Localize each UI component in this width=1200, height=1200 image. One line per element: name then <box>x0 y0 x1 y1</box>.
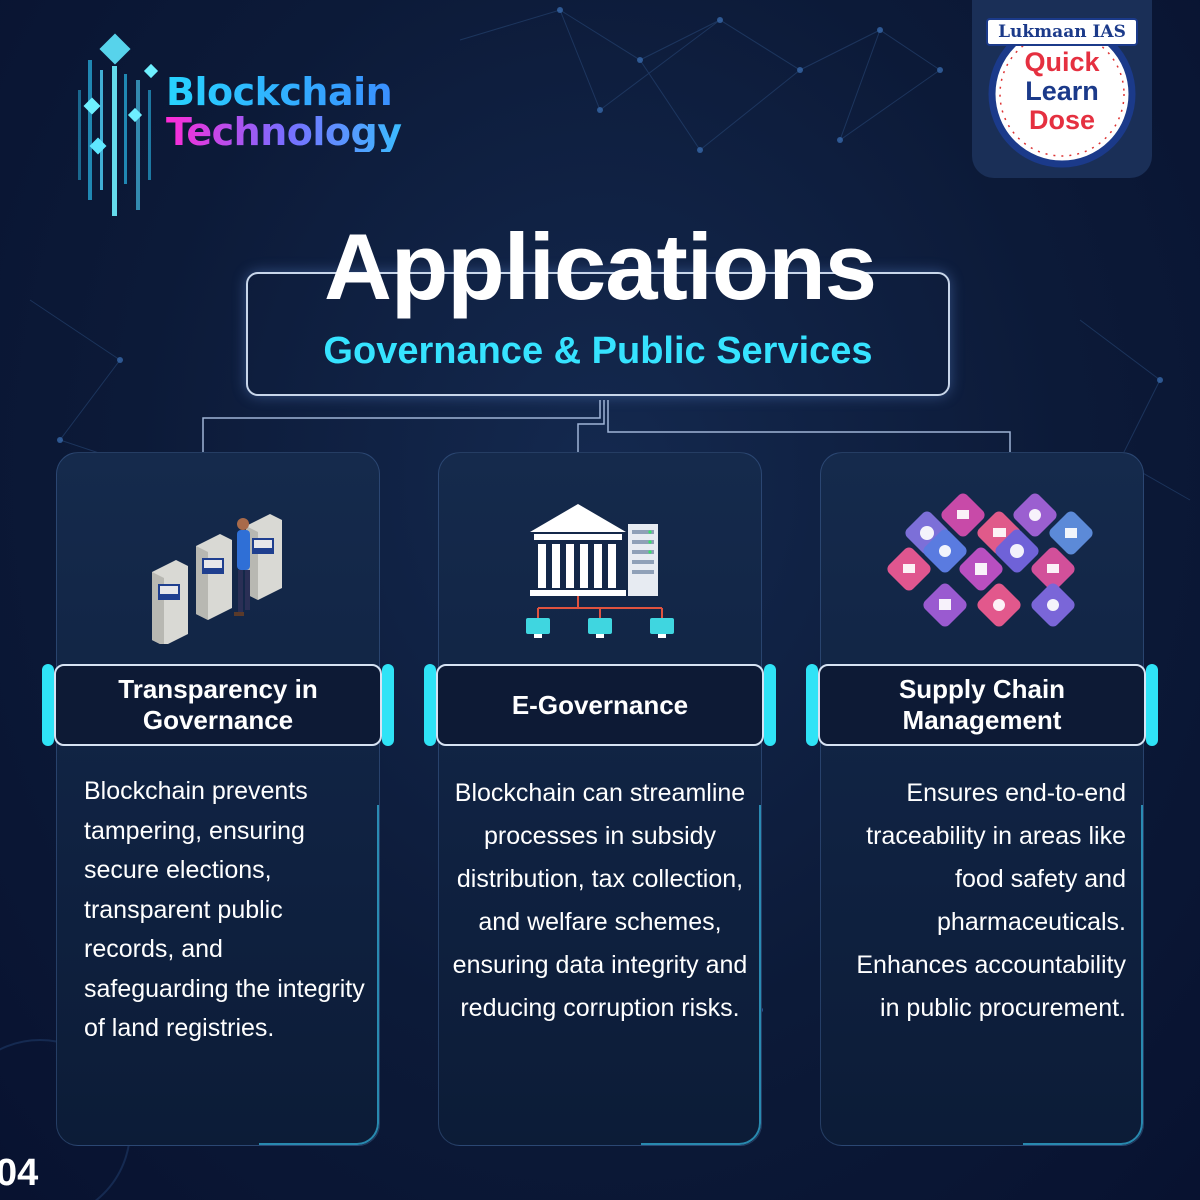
logo-line1: Quick <box>1024 47 1100 77</box>
card-body-egovernance: Blockchain can streamline processes in s… <box>452 779 748 1022</box>
tab-cap-left <box>42 664 54 746</box>
tab-cap-left <box>806 664 818 746</box>
tree-connectors <box>202 400 1011 456</box>
logistics-hexagons-icon <box>887 493 1093 627</box>
card-glow <box>1023 805 1143 1145</box>
brand-title-line2: Technology <box>166 110 402 154</box>
tab-cap-right <box>764 664 776 746</box>
publisher-logo: Lukmaan IAS Quick Learn Dose <box>972 0 1152 178</box>
brand-title: Blockchain Technology <box>166 72 402 152</box>
card-title-label: E-Governance <box>511 689 689 720</box>
tab-cap-left <box>424 664 436 746</box>
tab-body: E-Governance <box>436 664 764 746</box>
logo-line2: Learn <box>1025 76 1099 106</box>
government-network-icon <box>526 504 674 638</box>
data-tower-icon <box>78 33 159 216</box>
card-body-transparency: Blockchain prevents tampering, ensuring … <box>84 777 365 1042</box>
voting-booths-icon <box>152 514 282 644</box>
logo-tagline: Quick Learn Dose <box>992 48 1132 135</box>
card-glow <box>641 805 761 1145</box>
tab-body: Supply Chain Management <box>818 664 1146 746</box>
tab-body: Transparency in Governance <box>54 664 382 746</box>
publisher-name: Lukmaan IAS <box>986 18 1138 46</box>
card-title-label: Transparency in Governance <box>118 674 318 735</box>
brand-mark <box>60 30 460 220</box>
card-glow <box>259 805 379 1145</box>
page-number: 04 <box>0 1152 39 1194</box>
logo-line3: Dose <box>1028 105 1096 135</box>
card-body-supply-chain: Ensures end-to-end traceability in areas… <box>856 779 1126 1022</box>
page-title: Applications <box>323 214 877 319</box>
card-title-transparency: Transparency in Governance <box>42 664 394 746</box>
subtitle-frame <box>246 272 950 396</box>
card-title-egovernance: E-Governance <box>424 664 776 746</box>
brand-title-line1: Blockchain <box>166 72 402 112</box>
card-title-label: Supply Chain Management <box>898 674 1066 735</box>
page-subtitle: Governance & Public Services <box>323 330 873 372</box>
tab-cap-right <box>382 664 394 746</box>
card-title-supply-chain: Supply Chain Management <box>806 664 1158 746</box>
tab-cap-right <box>1146 664 1158 746</box>
